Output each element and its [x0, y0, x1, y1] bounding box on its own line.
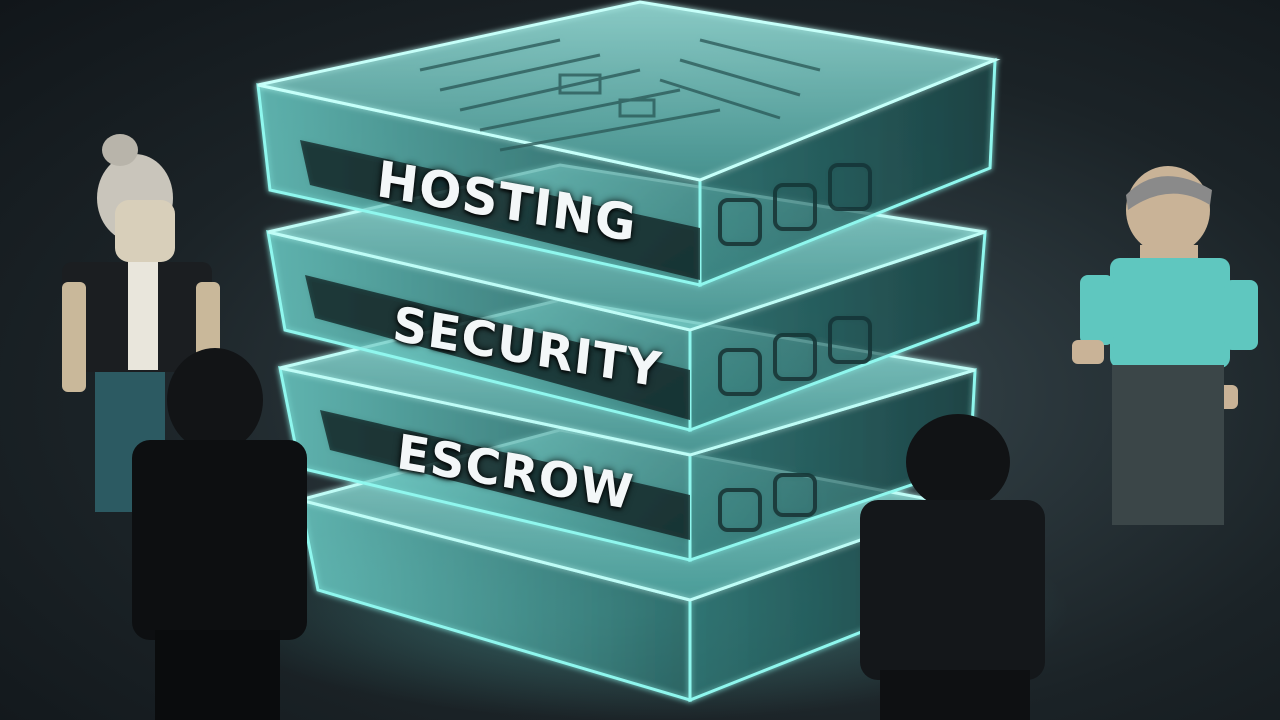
figure-left-standing	[62, 134, 220, 512]
circuit-pattern	[419, 38, 821, 152]
side-circuit-marks	[718, 163, 872, 532]
figure-front-left	[132, 348, 307, 720]
glass-slab-hosting	[256, 0, 1001, 288]
figure-front-right	[860, 414, 1045, 720]
glass-stack	[256, 0, 1001, 703]
figure-right-standing	[1072, 166, 1258, 525]
